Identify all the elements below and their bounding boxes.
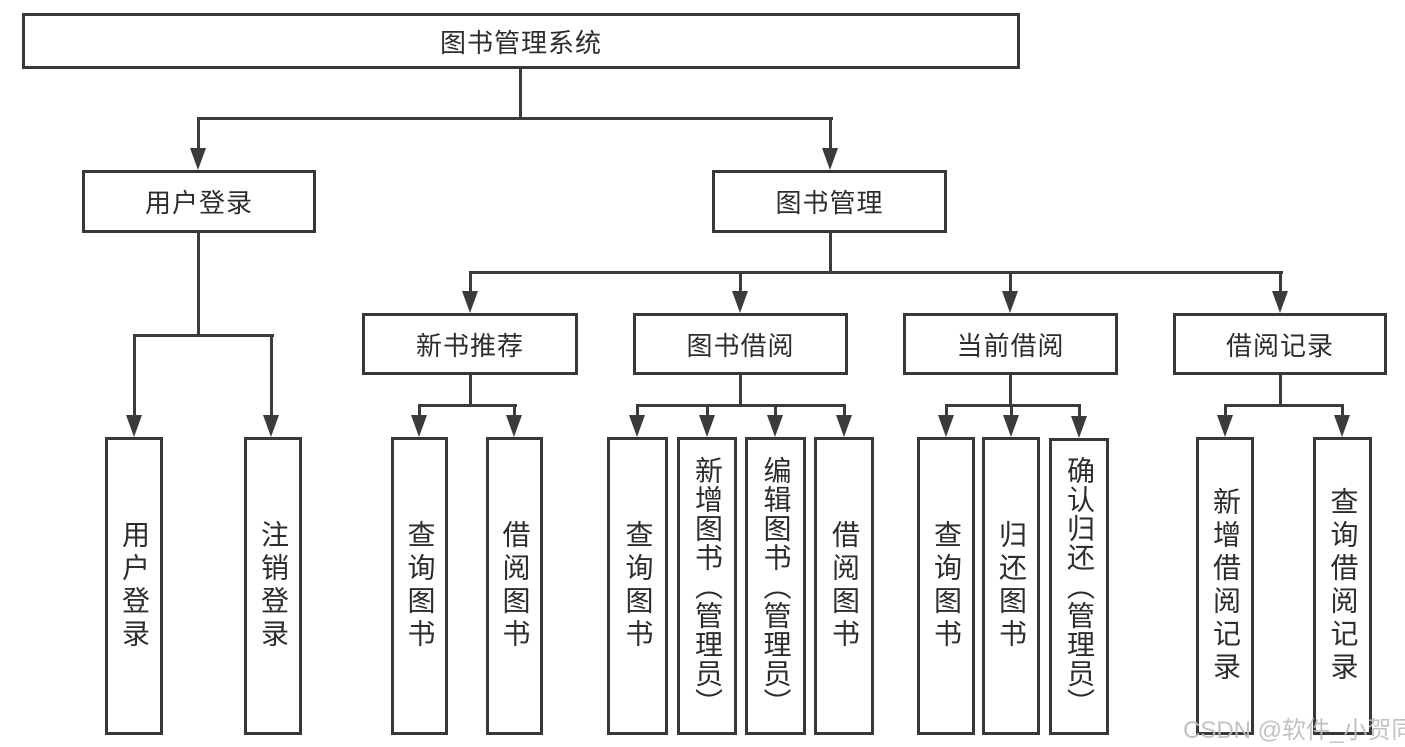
connector-line	[636, 404, 639, 417]
connector-line	[469, 271, 472, 293]
connector-line	[469, 271, 1283, 274]
leaf-add-book-admin: 新增图书（管理员）	[677, 437, 737, 735]
arrow-down-icon	[1217, 415, 1233, 437]
connector-line	[270, 334, 273, 417]
node-root: 图书管理系统	[22, 13, 1020, 69]
connector-line	[1279, 271, 1282, 293]
connector-line	[1279, 375, 1282, 407]
leaf-edit-book-admin: 编辑图书（管理员）	[745, 437, 806, 735]
leaf-user-login: 用户登录	[105, 437, 163, 735]
leaf-confirm-return-admin: 确认归还（管理员）	[1049, 438, 1109, 735]
connector-line	[197, 233, 200, 336]
connector-line	[739, 271, 742, 293]
leaf-query-book-3: 查询图书	[917, 437, 975, 735]
connector-line	[1224, 404, 1227, 417]
connector-line	[197, 117, 833, 120]
connector-line	[1010, 404, 1013, 417]
leaf-query-book-1: 查询图书	[391, 437, 448, 735]
leaf-borrow-book-2: 借阅图书	[814, 437, 874, 735]
arrow-down-icon	[190, 148, 206, 170]
connector-line	[197, 117, 200, 150]
node-book-management: 图书管理	[712, 170, 947, 233]
connector-line	[739, 375, 742, 407]
connector-line	[774, 404, 777, 417]
leaf-query-borrow-record: 查询借阅记录	[1313, 437, 1372, 735]
arrow-down-icon	[1334, 415, 1350, 437]
connector-line	[636, 404, 846, 407]
arrow-down-icon	[629, 415, 645, 437]
connector-line	[133, 334, 274, 337]
connector-line	[1009, 271, 1012, 293]
leaf-query-book-2: 查询图书	[607, 437, 668, 735]
node-book-borrow: 图书借阅	[633, 313, 848, 375]
connector-line	[513, 404, 516, 417]
arrow-down-icon	[767, 415, 783, 437]
node-current-borrow: 当前借阅	[903, 313, 1118, 375]
leaf-add-borrow-record: 新增借阅记录	[1196, 437, 1254, 735]
arrow-down-icon	[699, 415, 715, 437]
node-new-book-recommend: 新书推荐	[362, 313, 578, 375]
leaf-return-book: 归还图书	[982, 437, 1040, 735]
connector-line	[829, 233, 832, 273]
connector-line	[843, 404, 846, 417]
connector-line	[469, 375, 472, 407]
arrow-down-icon	[411, 415, 427, 437]
leaf-borrow-book-1: 借阅图书	[486, 437, 543, 735]
arrow-down-icon	[1272, 291, 1288, 313]
connector-line	[418, 404, 517, 407]
connector-line	[945, 404, 1081, 407]
connector-line	[945, 404, 948, 417]
connector-line	[1224, 404, 1344, 407]
arrow-down-icon	[1003, 415, 1019, 437]
csdn-watermark: CSDN @软件_小贺同学	[1183, 717, 1405, 744]
node-user-login: 用户登录	[82, 170, 316, 233]
arrow-down-icon	[732, 291, 748, 313]
arrow-down-icon	[1002, 291, 1018, 313]
connector-line	[133, 334, 136, 417]
connector-line	[1078, 404, 1081, 417]
connector-line	[418, 404, 421, 417]
connector-line	[829, 117, 832, 150]
leaf-logout: 注销登录	[244, 437, 302, 735]
arrow-down-icon	[126, 415, 142, 437]
node-borrow-record: 借阅记录	[1173, 313, 1387, 375]
connector-line	[1009, 375, 1012, 407]
connector-line	[1341, 404, 1344, 417]
arrow-down-icon	[462, 291, 478, 313]
arrow-down-icon	[822, 148, 838, 170]
arrow-down-icon	[506, 415, 522, 437]
arrow-down-icon	[1071, 416, 1087, 438]
connector-line	[706, 404, 709, 417]
connector-line	[519, 69, 522, 118]
arrow-down-icon	[836, 415, 852, 437]
arrow-down-icon	[263, 415, 279, 437]
arrow-down-icon	[938, 415, 954, 437]
